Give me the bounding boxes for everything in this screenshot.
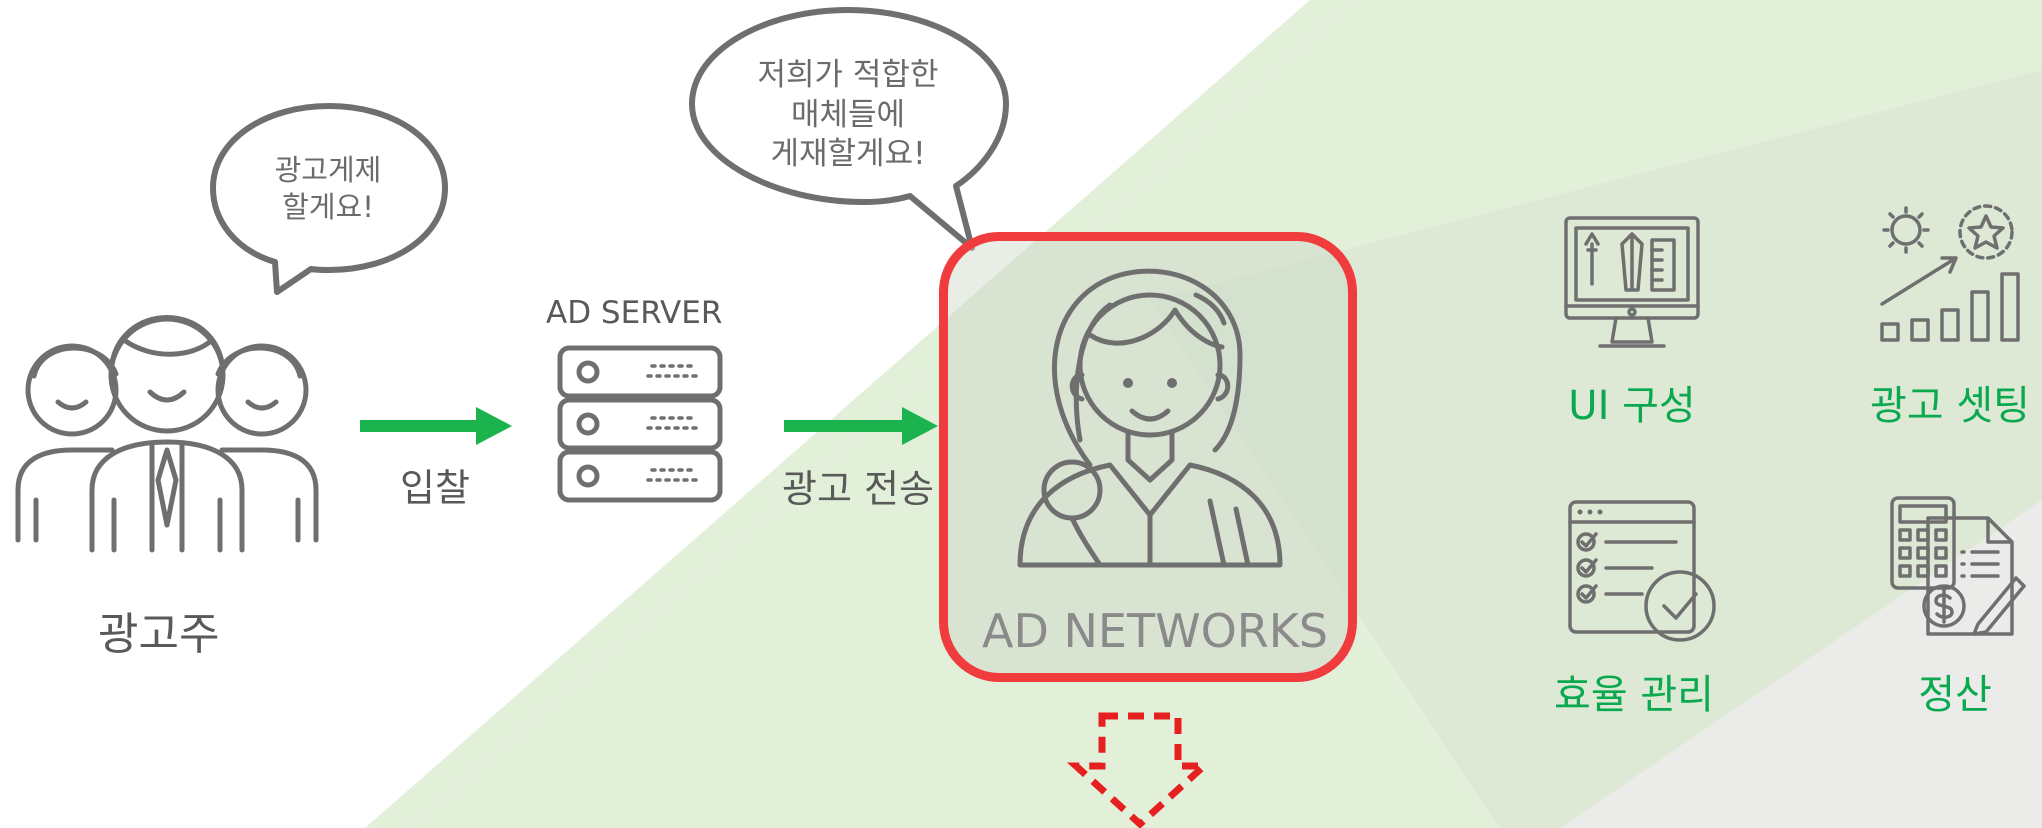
ad-network-person-icon: [1017, 268, 1283, 568]
service-settlement-label: 정산: [1918, 672, 1992, 718]
ad-networks-speech-line-1: 저희가 적합한: [757, 57, 939, 93]
server-rack-icon: [557, 345, 723, 503]
bid-label: 입찰: [400, 466, 470, 510]
advertiser-speech-line-1: 광고게제: [274, 153, 382, 187]
checklist-icon: [1568, 500, 1716, 642]
advertiser-speech-line-2: 할게요!: [282, 190, 374, 225]
service-ad-setting-label: 광고 셋팅: [1870, 383, 2030, 429]
ad-networks-speech-line-2: 매체들에: [790, 96, 906, 133]
transmit-arrow: [784, 407, 938, 445]
advertiser-speech-bubble: [210, 103, 448, 295]
ad-server-title: AD SERVER: [546, 295, 723, 331]
bid-arrow: [360, 407, 512, 445]
monitor-design-icon: [1564, 216, 1700, 348]
service-efficiency-label: 효율 관리: [1554, 672, 1714, 718]
dashed-down-arrow: [1066, 712, 1214, 828]
advertiser-label: 광고주: [98, 609, 220, 660]
transmit-label: 광고 전송: [782, 467, 934, 511]
ad-networks-label: AD NETWORKS: [982, 604, 1329, 658]
calculator-invoice-icon: [1890, 496, 2026, 636]
ad-networks-speech-bubble: [689, 7, 1009, 251]
ad-networks-speech-text: 저희가 적합한 매체들에 게재할게요!: [730, 56, 966, 175]
ad-networks-speech-line-3: 게재할게요!: [770, 136, 926, 173]
service-ui-label: UI 구성: [1568, 383, 1696, 429]
ad-networks-box: [939, 232, 1357, 682]
advertiser-group-icon: [15, 315, 319, 553]
growth-settings-icon: [1880, 204, 2020, 342]
advertiser-speech-text: 광고게제 할게요!: [233, 152, 423, 226]
